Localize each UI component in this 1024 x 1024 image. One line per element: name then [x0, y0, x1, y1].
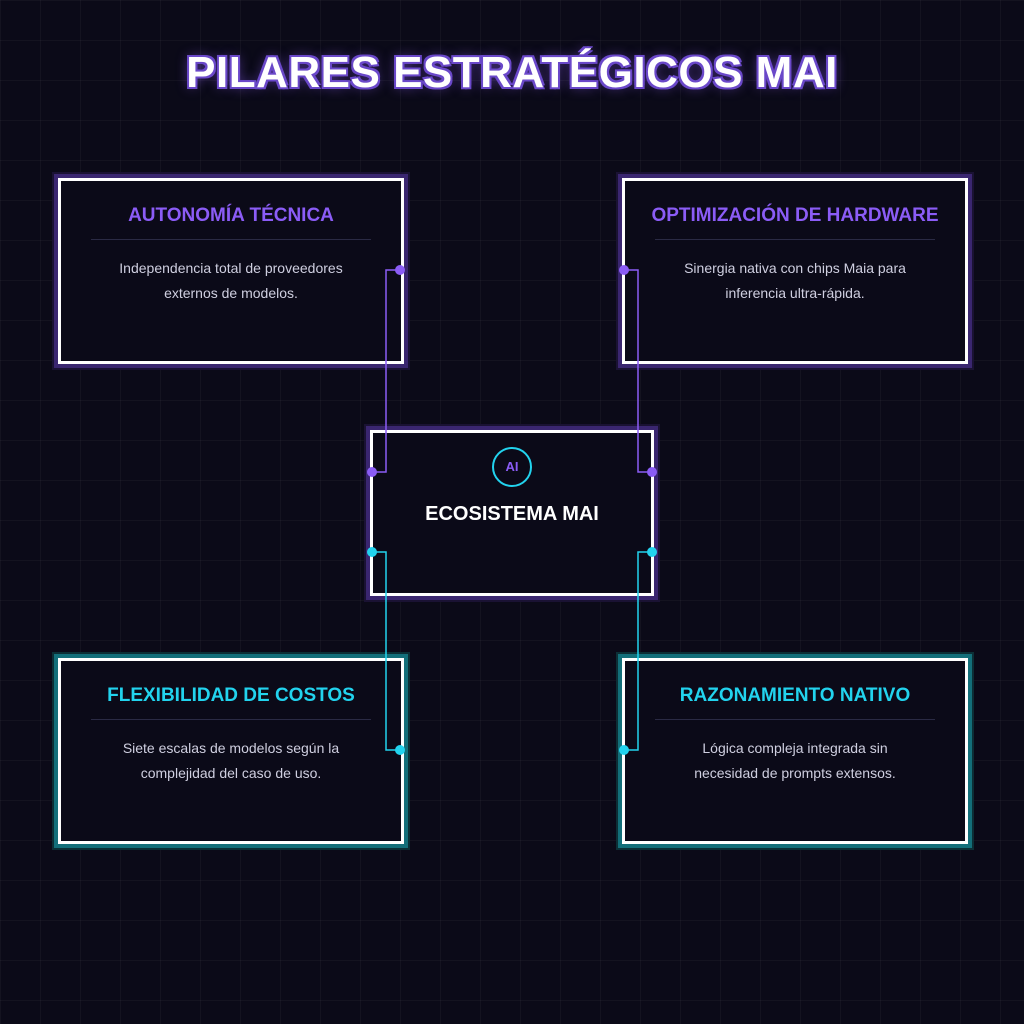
center-title: ECOSISTEMA MAI	[425, 503, 599, 525]
pillar-card-autonomia: AUTONOMÍA TÉCNICA Independencia total de…	[54, 174, 408, 368]
pillar-card-inner: OPTIMIZACIÓN DE HARDWARE Sinergia nativa…	[622, 178, 968, 364]
ai-badge-icon: AI	[492, 447, 532, 487]
divider	[91, 719, 371, 720]
pillar-description: Lógica compleja integrada sin necesidad …	[694, 740, 896, 781]
pillar-description: Siete escalas de modelos según la comple…	[122, 740, 340, 781]
pillar-card-inner: FLEXIBILIDAD DE COSTOS Siete escalas de …	[58, 658, 404, 844]
divider	[655, 239, 935, 240]
center-node: AI ECOSISTEMA MAI	[366, 426, 658, 600]
pillar-title: RAZONAMIENTO NATIVO	[679, 685, 911, 706]
pillar-title: AUTONOMÍA TÉCNICA	[128, 205, 334, 226]
divider	[655, 719, 935, 720]
divider	[91, 239, 371, 240]
pillar-card-inner: AUTONOMÍA TÉCNICA Independencia total de…	[58, 178, 404, 364]
pillar-card-optimizacion: OPTIMIZACIÓN DE HARDWARE Sinergia nativa…	[618, 174, 972, 368]
pillar-card-inner: RAZONAMIENTO NATIVO Lógica compleja inte…	[622, 658, 968, 844]
pillar-title: OPTIMIZACIÓN DE HARDWARE	[651, 205, 939, 226]
pillar-card-flexibilidad: FLEXIBILIDAD DE COSTOS Siete escalas de …	[54, 654, 408, 848]
center-node-inner: AI ECOSISTEMA MAI	[370, 430, 654, 596]
pillar-description: Sinergia nativa con chips Maia para infe…	[684, 260, 906, 301]
page-title: PILARES ESTRATÉGICOS MAI	[186, 48, 838, 97]
pillar-card-razonamiento: RAZONAMIENTO NATIVO Lógica compleja inte…	[618, 654, 972, 848]
pillar-title: FLEXIBILIDAD DE COSTOS	[107, 685, 355, 706]
pillar-description: Independencia total de proveedores exter…	[119, 260, 343, 301]
